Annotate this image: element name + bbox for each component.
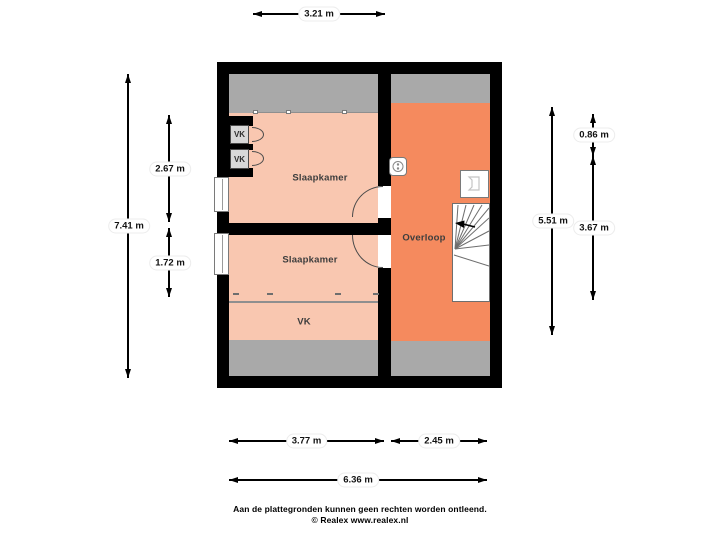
dimension-bottom-total-label: 6.36 m	[337, 472, 379, 488]
footer-credit: © Realex www.realex.nl	[311, 515, 409, 525]
dimension-left-lower-label: 1.72 m	[149, 255, 191, 270]
low-headroom-dash	[335, 293, 341, 295]
dimension-right-upper-label: 0.86 m	[573, 127, 615, 143]
dimension-right-lower: 3.67 m	[573, 156, 615, 300]
room-label-vk: VK	[297, 316, 311, 328]
closet-vk-2-label: VK	[233, 154, 246, 164]
window-bedroom1	[214, 177, 229, 212]
low-headroom-dash	[373, 293, 379, 295]
dimension-bottom-total: 6.36 m	[229, 472, 487, 488]
dimension-right-total: 5.51 m	[532, 107, 574, 335]
staircase	[452, 203, 490, 302]
ceiling-height-marker	[286, 110, 291, 114]
sloped-ceiling-zone-vk	[229, 340, 378, 376]
dimension-bottom-right: 2.45 m	[391, 433, 487, 449]
closet-vk-1: VK	[230, 125, 249, 144]
interior-wall-horizontal	[229, 223, 391, 235]
footer-disclaimer: Aan de plattegronden kunnen geen rechten…	[233, 504, 487, 514]
room-vk	[229, 303, 378, 340]
dimension-bottom-right-label: 2.45 m	[418, 433, 460, 449]
room-label-bedroom1: Slaapkamer	[292, 172, 348, 184]
dimension-top-width: 3.21 m	[253, 6, 385, 22]
room-label-bedroom2: Slaapkamer	[282, 254, 338, 266]
room-label-overloop: Overloop	[402, 232, 446, 244]
dimension-right-total-label: 5.51 m	[532, 213, 574, 229]
closet-vk-2: VK	[230, 149, 249, 169]
dimension-right-lower-label: 3.67 m	[573, 220, 615, 236]
dimension-left-total-label: 7.41 m	[108, 218, 150, 234]
dimension-bottom-left: 3.77 m	[229, 433, 384, 449]
closet-wall-nub	[249, 144, 253, 150]
dimension-left-total: 7.41 m	[108, 74, 150, 378]
stairs-direction-arrow	[455, 220, 476, 228]
closet-wall-nub	[249, 116, 253, 126]
dimension-left-upper: 2.67 m	[149, 115, 191, 222]
dimension-left-lower: 1.72 m	[149, 228, 191, 297]
ceiling-height-line-vk	[229, 301, 378, 303]
dimension-bottom-left-label: 3.77 m	[285, 433, 328, 449]
sloped-ceiling-zone-overloop-bottom	[391, 341, 490, 376]
dimension-top-width-label: 3.21 m	[298, 6, 340, 22]
closet-wall-nub	[249, 168, 253, 177]
sloped-ceiling-zone-bedroom1	[229, 74, 378, 113]
dimension-left-upper-label: 2.67 m	[149, 161, 191, 176]
dimension-right-upper: 0.86 m	[573, 114, 615, 156]
sloped-ceiling-zone-overloop	[391, 74, 490, 103]
ceiling-height-marker	[342, 110, 347, 114]
ceiling-height-line-bedroom1	[252, 112, 378, 113]
ceiling-height-marker	[253, 110, 258, 114]
low-headroom-dash	[233, 293, 239, 295]
low-headroom-dash	[267, 293, 273, 295]
window-bedroom2	[214, 233, 229, 275]
ventilation-unit-icon	[389, 157, 407, 176]
closet-vk-1-label: VK	[233, 130, 246, 139]
boiler-unit-icon	[460, 170, 489, 198]
